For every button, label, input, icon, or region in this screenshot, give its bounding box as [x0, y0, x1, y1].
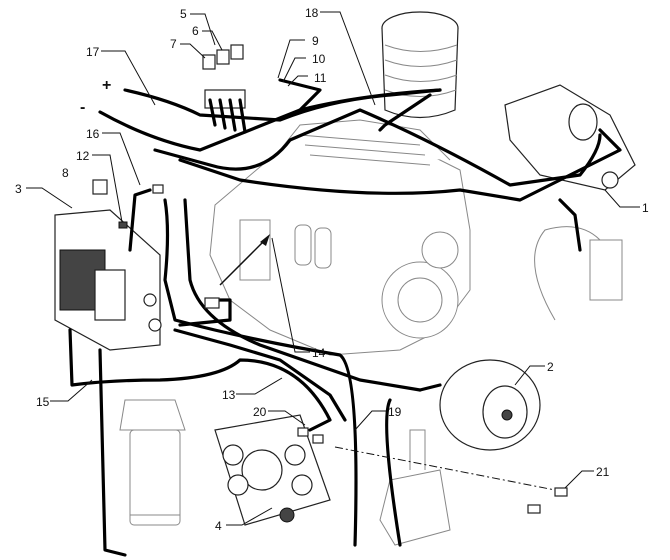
- callout-20: 20: [253, 405, 267, 419]
- callout-21: 21: [596, 465, 610, 479]
- callout-9: 9: [312, 34, 319, 48]
- starter-motor: [504, 84, 636, 191]
- callout-1: 1: [642, 201, 649, 215]
- alternator: [439, 359, 541, 451]
- connector-21a: [554, 487, 568, 497]
- callout-8: 8: [62, 166, 69, 180]
- callout-11: 11: [314, 71, 327, 85]
- callout-12: 12: [76, 149, 90, 163]
- callout-3: 3: [15, 182, 22, 196]
- callout-6: 6: [192, 24, 199, 38]
- callout-17: 17: [86, 45, 100, 59]
- callout-19: 19: [388, 405, 402, 419]
- ecu: [54, 209, 162, 351]
- callout-15: 15: [36, 395, 50, 409]
- callout-7: 7: [170, 37, 177, 51]
- fuse-block: [204, 89, 246, 109]
- hose-valve: [534, 226, 623, 321]
- arrow-line: [219, 239, 266, 286]
- connector-21b: [527, 504, 541, 514]
- dash-reference-line: [334, 446, 556, 491]
- fuse-12: [118, 221, 128, 229]
- callout-18: 18: [305, 6, 319, 20]
- callout-4: 4: [215, 519, 222, 533]
- engine-block: [209, 119, 471, 356]
- instrument-panel: [214, 414, 331, 526]
- connectors: [152, 184, 568, 514]
- callout-13: 13: [222, 388, 236, 402]
- wiring-harness: [68, 78, 622, 557]
- callout-2: 2: [547, 360, 554, 374]
- positive-sign: +: [102, 77, 111, 94]
- callout-5: 5: [180, 7, 187, 21]
- callout-16: 16: [86, 127, 100, 141]
- negative-sign: -: [80, 99, 85, 116]
- leader-lines: [26, 11, 640, 526]
- callout-10: 10: [312, 52, 326, 66]
- relays: [92, 44, 244, 229]
- callout-labels: 1 2 3 4 5 6 7 8 9 10 11 12 13 14 15 16 1…: [15, 6, 649, 533]
- fuel-filter: [119, 399, 186, 526]
- callout-14: 14: [312, 346, 326, 360]
- relay-8: [92, 179, 108, 195]
